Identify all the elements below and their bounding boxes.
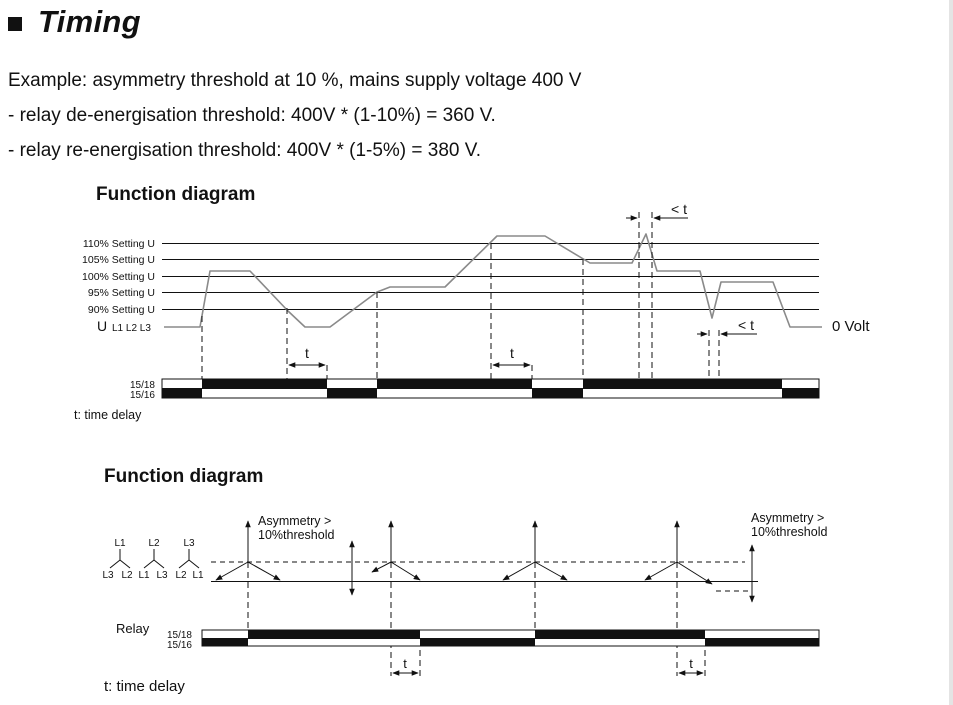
page-title: Timing xyxy=(38,4,141,39)
function-diagram-title-2: Function diagram xyxy=(104,466,264,487)
delay-label-4: t xyxy=(689,656,693,671)
example-text: Example: asymmetry threshold at 10 %, ma… xyxy=(8,70,582,91)
level-label-90: 90% Setting U xyxy=(88,304,155,316)
level-label-100: 100% Setting U xyxy=(82,271,155,283)
phase-right-label: L3 xyxy=(156,570,168,581)
event-markers xyxy=(201,212,720,398)
de-energisation-text: - relay de-energisation threshold: 400V … xyxy=(8,105,496,126)
zero-volt-label: 0 Volt xyxy=(832,318,870,335)
page-edge-scrollbar xyxy=(949,0,953,705)
delay-label-1: t xyxy=(305,345,309,361)
relay-contact-15-18: 15/18 xyxy=(130,380,155,391)
phase-right-label: L1 xyxy=(192,570,204,581)
asymmetry-threshold-label-2: 10%threshold xyxy=(751,525,827,539)
asymmetry-label-2: Asymmetry > xyxy=(751,511,824,525)
function-diagram-title-1: Function diagram xyxy=(96,184,256,205)
delay-label-3: t xyxy=(403,656,407,671)
phase-group-3: L3 L2 L1 xyxy=(175,538,204,581)
phase-left-label: L1 xyxy=(138,570,150,581)
phase-group-1: L1 L3 L2 xyxy=(102,538,133,581)
diagram-2: L1 L3 L2 L2 L1 L3 L3 L2 L1 xyxy=(102,511,827,695)
asymmetry-fans xyxy=(215,520,713,585)
u-subscript-label: L1 L2 L3 xyxy=(112,323,151,334)
phase-left-label: L2 xyxy=(175,570,187,581)
relay-contact-15-16: 15/16 xyxy=(130,390,155,401)
phase-top-label: L2 xyxy=(148,538,160,549)
relay-bar-bottom-fills-2 xyxy=(202,638,819,646)
re-energisation-text: - relay re-energisation threshold: 400V … xyxy=(8,140,481,161)
phase-left-label: L3 xyxy=(102,570,114,581)
phase-top-label: L3 xyxy=(183,538,195,549)
delay-label-2: t xyxy=(510,345,514,361)
relay-bar-top-fills xyxy=(202,379,782,389)
square-bullet-icon xyxy=(8,17,22,31)
time-delay-note-2: t: time delay xyxy=(104,678,185,695)
relay-contact-15-16: 15/16 xyxy=(167,640,192,651)
u-label: U xyxy=(97,318,107,334)
asymmetry-label-1: Asymmetry > xyxy=(258,514,331,528)
diagram-1: 110% Setting U 105% Setting U 100% Setti… xyxy=(74,201,870,422)
asymmetry-threshold-label-1: 10%threshold xyxy=(258,528,334,542)
phase-top-label: L1 xyxy=(114,538,126,549)
relay-label: Relay xyxy=(116,621,150,636)
phase-group-2: L2 L1 L3 xyxy=(138,538,168,581)
event-markers-2 xyxy=(247,562,706,676)
page-heading: Timing xyxy=(8,2,141,42)
short-pulse-label-2: < t xyxy=(738,317,754,333)
relay-bar-bottom-fills xyxy=(162,388,819,398)
short-pulse-label-1: < t xyxy=(671,201,687,217)
voltage-waveform xyxy=(164,233,822,328)
level-label-110: 110% Setting U xyxy=(83,238,155,250)
relay-contact-15-18: 15/18 xyxy=(167,630,192,641)
relay-bar-top-fills-2 xyxy=(248,630,705,639)
level-label-105: 105% Setting U xyxy=(82,254,155,266)
level-label-95: 95% Setting U xyxy=(88,287,155,299)
phase-right-label: L2 xyxy=(121,570,133,581)
time-delay-note-1: t: time delay xyxy=(74,408,142,422)
